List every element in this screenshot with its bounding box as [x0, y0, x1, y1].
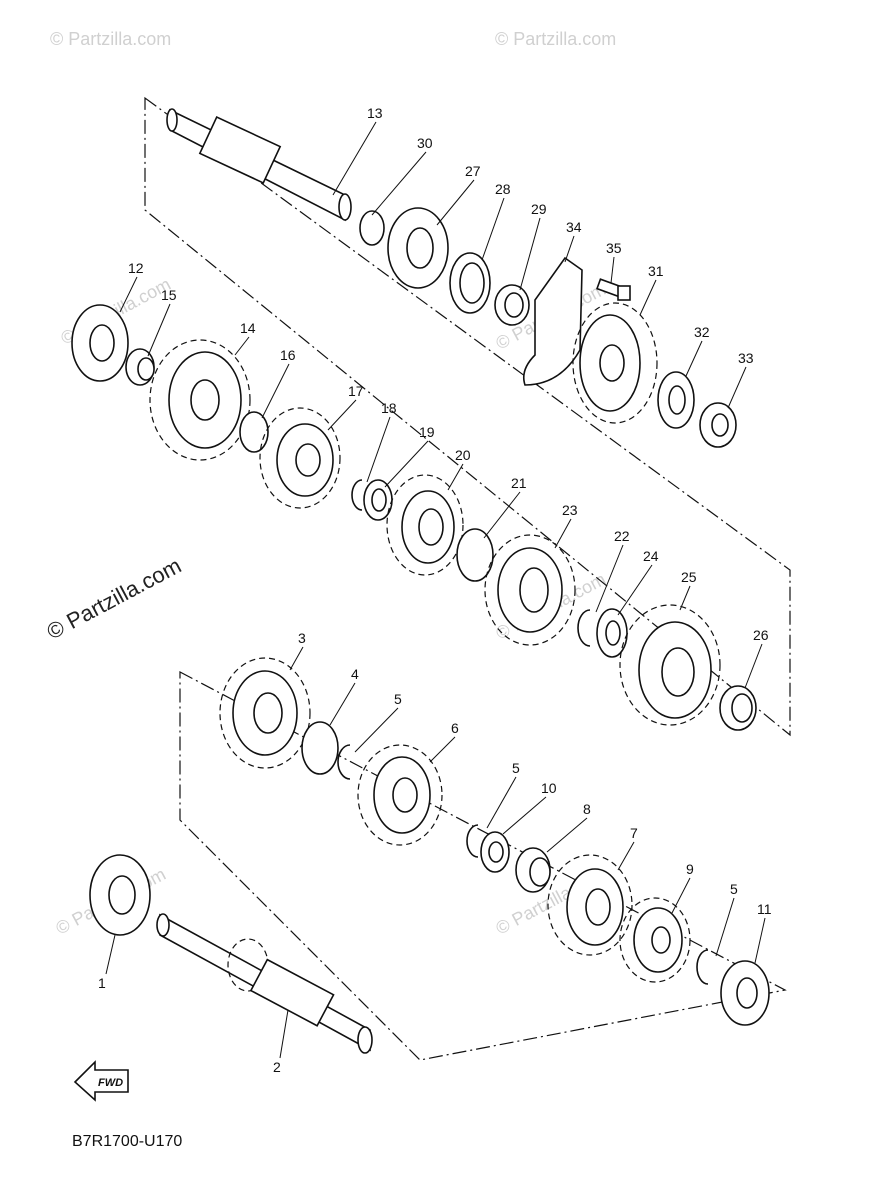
callout-1: 1: [98, 975, 106, 991]
callout-8: 8: [583, 801, 591, 817]
leader-lines: [105, 121, 766, 1059]
gear-9: [619, 897, 691, 983]
callout-14: 14: [240, 320, 256, 336]
washer-19: [363, 479, 393, 521]
lower-shaft-frame: [179, 671, 787, 1061]
callout-31: 31: [648, 263, 664, 279]
callout-11: 11: [757, 901, 772, 917]
callout-18: 18: [381, 400, 397, 416]
collar-29: [494, 284, 530, 326]
callout-2: 2: [273, 1059, 281, 1075]
watermark-top-left: © Partzilla.com: [50, 29, 171, 49]
bolt-35: [595, 278, 631, 301]
fwd-arrow-icon: FWD: [73, 1060, 129, 1102]
collar-26: [719, 685, 757, 731]
partzilla-watermark: © Partzilla.com: [43, 553, 186, 645]
callout-21: 21: [511, 475, 527, 491]
callout-17: 17: [348, 383, 364, 399]
callout-33: 33: [738, 350, 754, 366]
needle-bearing-8: [515, 847, 551, 893]
callout-22: 22: [614, 528, 630, 544]
washer-24: [596, 608, 628, 658]
main-axle-2: [156, 913, 373, 1054]
callout-23: 23: [562, 502, 578, 518]
callout-12: 12: [128, 260, 144, 276]
diagram-code: B7R1700-U170: [72, 1133, 182, 1150]
upper-shaft-frame: [144, 96, 791, 737]
callout-10: 10: [541, 780, 557, 796]
callout-19: 19: [419, 424, 435, 440]
washer-16: [239, 411, 269, 453]
callout-16: 16: [280, 347, 296, 363]
callout-7: 7: [630, 825, 638, 841]
callout-25: 25: [681, 569, 697, 585]
callout-3: 3: [298, 630, 306, 646]
callout-29: 29: [531, 201, 547, 217]
washer-21: [456, 528, 494, 582]
needle-bearing-15: [125, 348, 155, 386]
bearing-12: [71, 304, 129, 382]
gear-7: [547, 854, 633, 956]
lock-plate-34: [522, 256, 583, 386]
o-ring-30: [359, 210, 385, 246]
callout-6: 6: [451, 720, 459, 736]
oil-seal-28: [449, 252, 491, 314]
washer-10: [480, 831, 510, 873]
callout-20: 20: [455, 447, 471, 463]
callout-5a: 5: [394, 691, 402, 707]
callout-27: 27: [465, 163, 481, 179]
callout-9: 9: [686, 861, 694, 877]
circlip-5c: [696, 949, 709, 985]
callout-5b: 5: [512, 760, 520, 776]
bearing-27: [387, 207, 449, 289]
gear-20: [386, 474, 464, 576]
gear-23: [484, 534, 576, 646]
callout-28: 28: [495, 181, 511, 197]
callout-24: 24: [643, 548, 659, 564]
callout-numbers: 13 30 27 28 29 34 35 31 32 33 12 15 14 1…: [98, 105, 772, 1075]
gear-17: [259, 407, 341, 509]
callout-30: 30: [417, 135, 433, 151]
circlip-18: [351, 479, 363, 511]
fwd-label: FWD: [98, 1077, 123, 1089]
gear-6: [357, 744, 443, 846]
callout-32: 32: [694, 324, 710, 340]
callout-4: 4: [351, 666, 359, 682]
nut-33: [699, 402, 737, 448]
drive-axle-13: [166, 108, 352, 222]
washer-32: [657, 371, 695, 429]
callout-5c: 5: [730, 881, 738, 897]
circlip-5a: [337, 744, 351, 780]
callout-34: 34: [566, 219, 582, 235]
gear-14: [149, 339, 251, 461]
gear-25: [619, 604, 721, 726]
bearing-11: [720, 960, 770, 1026]
circlip-5b: [466, 824, 479, 858]
watermark-top-right: © Partzilla.com: [495, 29, 616, 49]
circlip-22: [577, 609, 591, 647]
sprocket-31: [572, 302, 658, 424]
washer-4: [301, 721, 339, 775]
callout-13: 13: [367, 105, 383, 121]
bearing-1: [89, 854, 151, 936]
callout-26: 26: [753, 627, 769, 643]
callout-15: 15: [161, 287, 177, 303]
callout-35: 35: [606, 240, 622, 256]
gear-3: [219, 657, 311, 769]
